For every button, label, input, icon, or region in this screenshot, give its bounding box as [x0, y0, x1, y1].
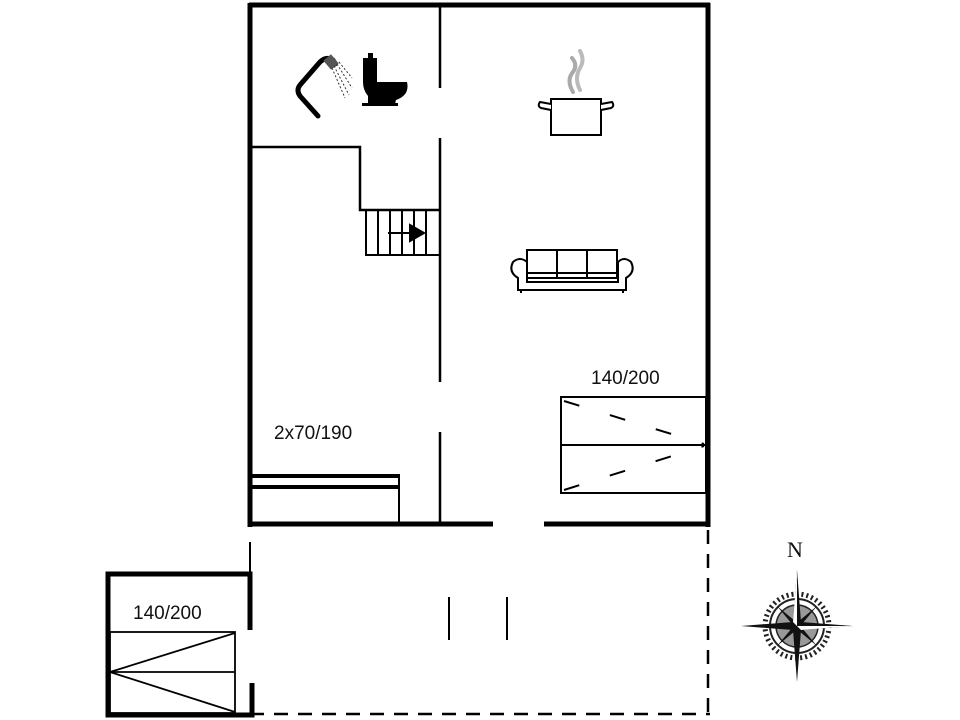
interior-walls: [252, 5, 442, 524]
compass-rose-icon: [741, 570, 853, 682]
terrace-outline: [250, 530, 710, 716]
compass-north-label: N: [787, 537, 803, 562]
terrace-posts: [249, 542, 508, 640]
bed-size-label-twin: 2x70/190: [274, 423, 353, 444]
outer-walls: [247, 2, 711, 527]
sofa-icon: [510, 249, 634, 293]
staircase: [365, 209, 441, 256]
double-bed-main: [560, 396, 707, 494]
twin-bed: [252, 474, 400, 524]
bed-size-label-main: 140/200: [591, 368, 660, 389]
stair-arrow-icon: [409, 223, 427, 243]
double-bed-annex: [109, 631, 236, 714]
cooking-pot-icon: [537, 49, 615, 136]
bed-size-label-annex: 140/200: [133, 603, 202, 624]
toilet-icon: [362, 53, 408, 106]
annex-walls: [105, 571, 255, 718]
shower-icon: [295, 54, 353, 119]
